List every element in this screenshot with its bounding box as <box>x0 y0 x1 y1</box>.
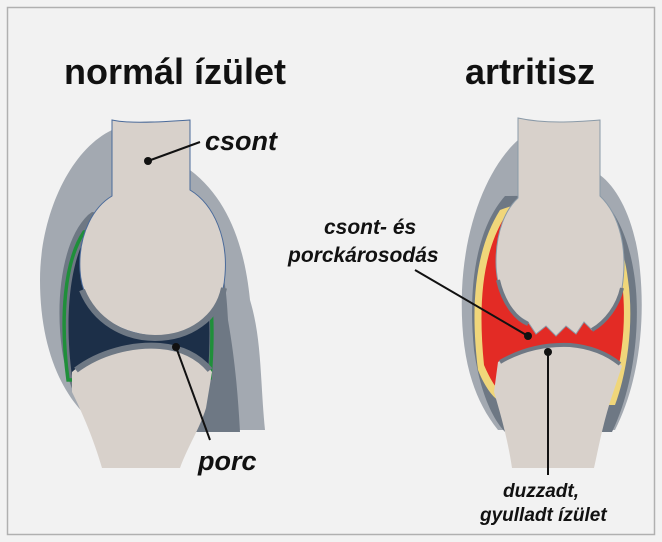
pointer-cartilage-dot <box>172 343 180 351</box>
label-damage-line2: porckárosodás <box>287 244 439 267</box>
pointer-bone-dot <box>144 157 152 165</box>
label-damage-line1: csont- és <box>324 216 416 239</box>
label-bone: csont <box>205 126 278 156</box>
label-swollen-line1: duzzadt, <box>503 481 579 502</box>
label-cartilage: porc <box>197 446 257 476</box>
title-normal-joint: normál ízület <box>64 51 286 92</box>
label-swollen-line2: gyulladt ízület <box>479 505 607 526</box>
pointer-damage-dot <box>524 332 532 340</box>
title-arthritis: artritisz <box>465 51 595 92</box>
pointer-swollen-dot <box>544 348 552 356</box>
